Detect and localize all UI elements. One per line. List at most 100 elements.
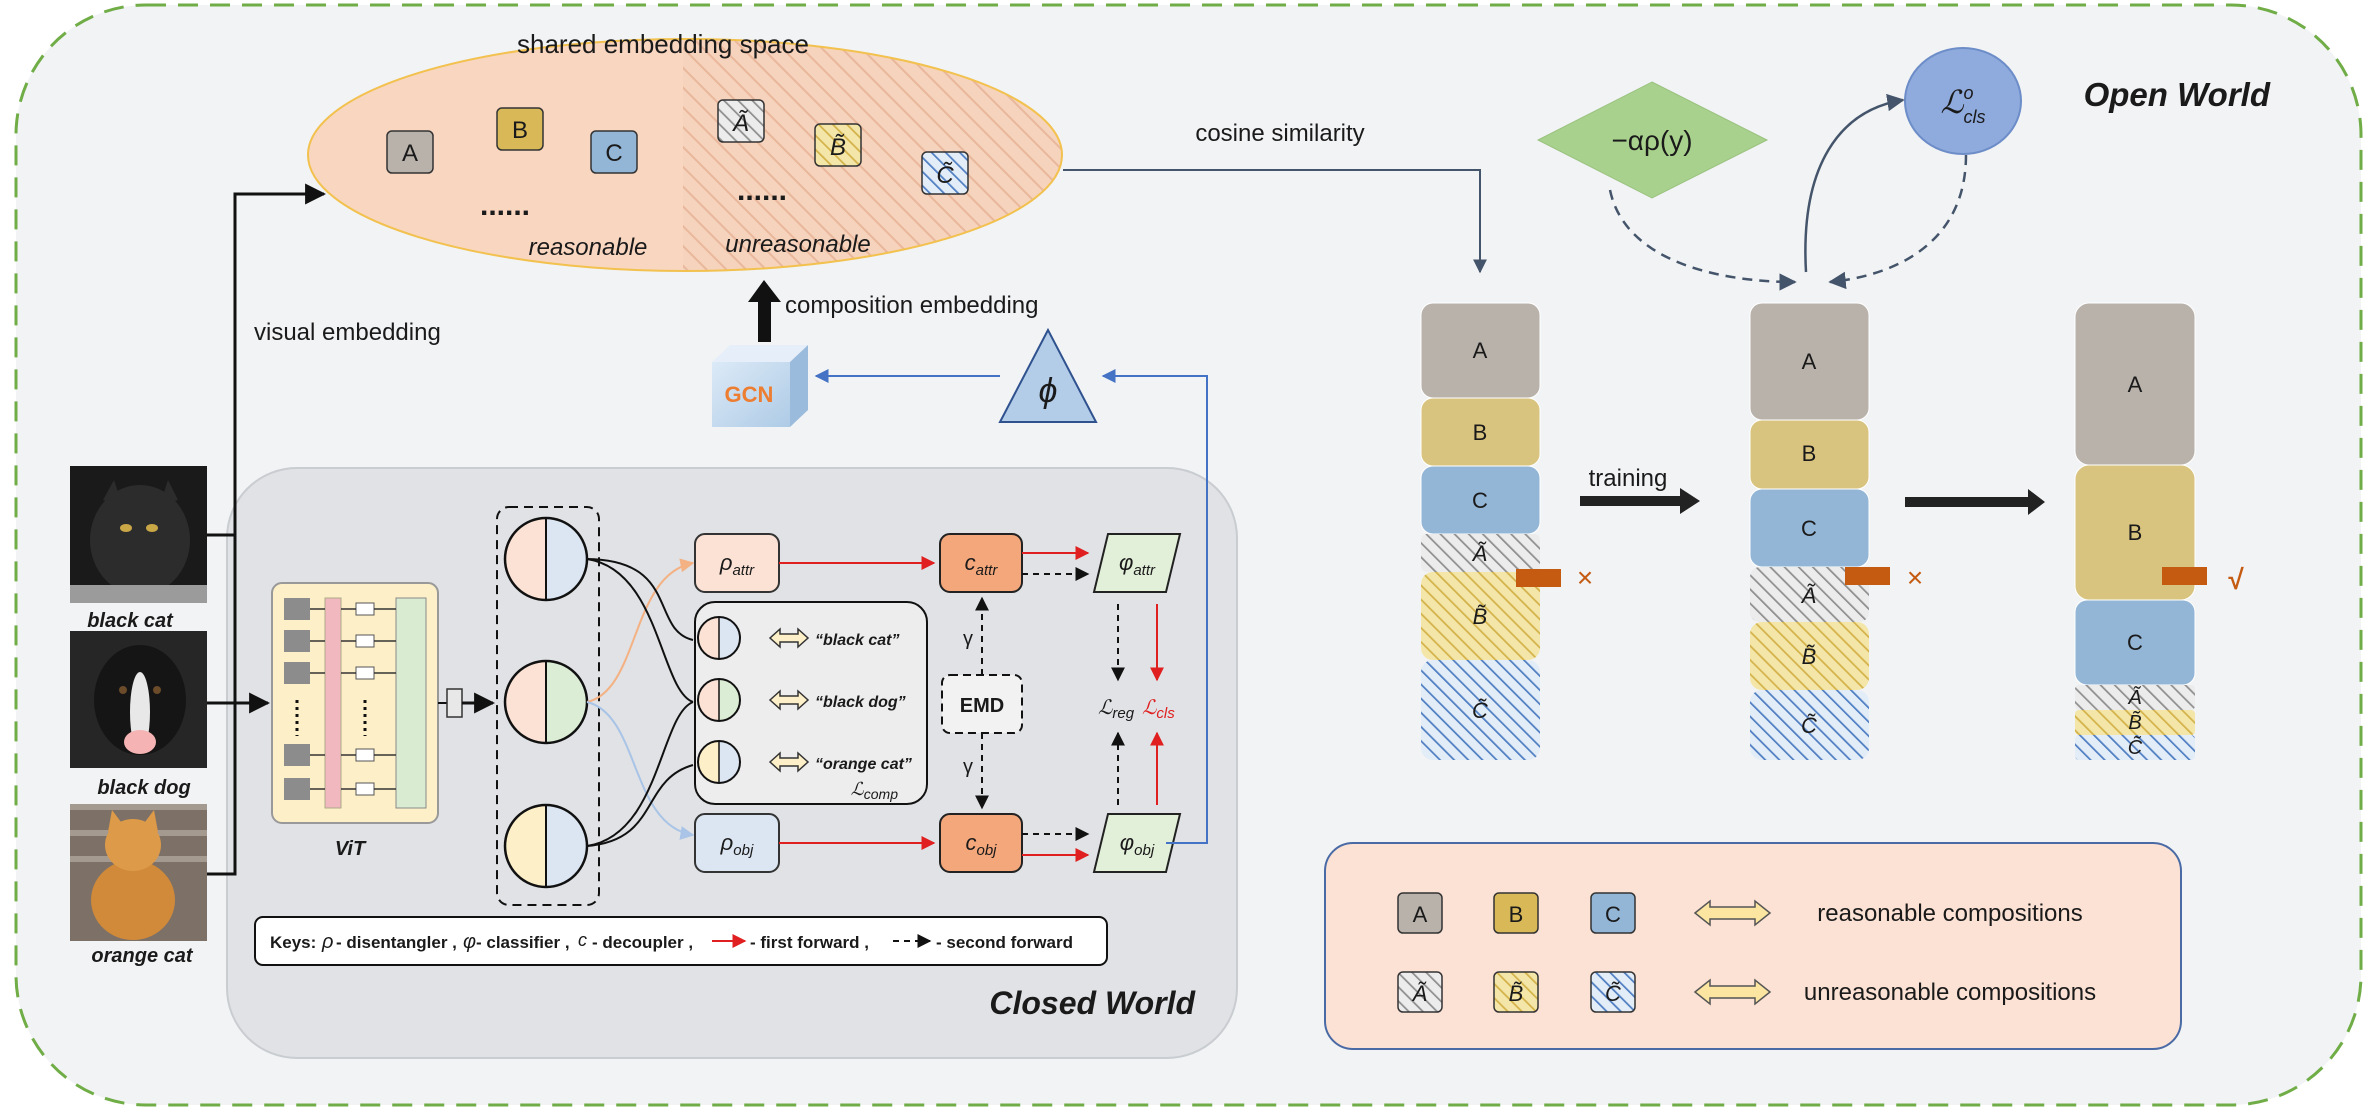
legend-C: C <box>1605 902 1621 927</box>
stack-2-cross: × <box>1907 562 1923 593</box>
reasonable-label: reasonable <box>529 234 648 261</box>
vit-block <box>271 582 439 824</box>
circle-1 <box>503 516 589 602</box>
training-label: training <box>1589 465 1668 492</box>
composition-embedding-label: composition embedding <box>785 292 1039 319</box>
stack-3-C: C <box>2127 630 2143 655</box>
stack-2-C-tilde: C̃ <box>1801 713 1817 738</box>
stack-2-marker <box>1845 567 1890 585</box>
quote-black-cat: “black cat” <box>815 632 899 649</box>
vit-label: ViT <box>335 838 367 860</box>
svg-text:Ã: Ã <box>732 110 749 137</box>
diamond-to-stack-arrow <box>1608 189 1797 291</box>
closed-world-label: Closed World <box>989 985 1196 1021</box>
rho-attr-box: ρattr <box>694 533 780 593</box>
circle-2 <box>503 659 589 745</box>
emd-label: EMD <box>960 695 1004 717</box>
image-black-dog <box>70 631 207 768</box>
stack-1-marker <box>1516 569 1561 587</box>
phi-obj-to-phi <box>1101 369 1208 844</box>
keys-second-forward: - second forward <box>936 933 1073 952</box>
svg-text:ρobj: ρobj <box>720 830 754 859</box>
neg-alpha-rho-label: −αρ(y) <box>1611 125 1692 156</box>
stack-1-C-tilde: C̃ <box>1472 698 1488 723</box>
phi-attr-box: φattr <box>1092 533 1182 593</box>
visual-embedding-label: visual embedding <box>254 319 441 346</box>
keys-legend <box>254 916 1108 966</box>
open-world-label: Open World <box>2084 76 2271 113</box>
stack-3-C-tilde: C̃ <box>2128 735 2143 759</box>
quote-black-dog: “black dog” <box>815 694 906 711</box>
c-attr-box: cattr <box>939 533 1023 593</box>
keys-c-text: - decoupler , <box>592 933 693 952</box>
cosine-arrow <box>1063 169 1487 274</box>
gamma-bottom: γ <box>963 756 973 778</box>
ellipse-box-C: C <box>590 130 638 174</box>
legend-A-tilde: Ã <box>1412 981 1428 1006</box>
legend-unreasonable: unreasonable compositions <box>1804 979 2096 1006</box>
caption-orange-cat: orange cat <box>91 945 193 967</box>
circle-connections <box>586 558 695 847</box>
stack-1-A-tilde: Ã <box>1472 541 1488 566</box>
svg-text:B̃: B̃ <box>830 134 846 161</box>
ellipse-box-C-tilde: C̃ <box>921 151 969 195</box>
cosine-label: cosine similarity <box>1195 120 1364 147</box>
svg-text:C: C <box>605 140 622 167</box>
gcn-cube <box>712 345 808 427</box>
phi-obj-box: φobj <box>1092 813 1182 873</box>
stack-1-cross: × <box>1577 562 1593 593</box>
disentangler-group <box>496 506 600 906</box>
image-black-cat <box>70 466 207 603</box>
keys-rho-text: - disentangler , <box>336 933 457 952</box>
token-output <box>438 688 496 718</box>
ellipse-box-A: A <box>386 130 434 174</box>
ellipsis-right: ...... <box>737 174 787 207</box>
legend-B-tilde: B̃ <box>1509 981 1524 1006</box>
stack-1-C: C <box>1472 488 1488 513</box>
circle-3 <box>503 803 589 889</box>
composition-embedding-arrow <box>748 280 781 342</box>
keys-rho: ρ <box>321 931 333 953</box>
svg-text:A: A <box>402 140 418 167</box>
legend-reasonable: reasonable compositions <box>1817 900 2083 927</box>
caption-black-dog: black dog <box>97 777 190 799</box>
composition-loss-box <box>694 601 928 805</box>
stack-3-B-tilde: B̃ <box>2128 710 2141 734</box>
svg-text:C̃: C̃ <box>936 162 954 189</box>
stack-2-B-tilde: B̃ <box>1802 644 1817 669</box>
stack-2-B: B <box>1802 441 1817 466</box>
stack-1-B: B <box>1473 420 1488 445</box>
stack-2 <box>1749 302 1870 760</box>
svg-text:ρattr: ρattr <box>719 550 755 579</box>
ellipse-box-B-tilde: B̃ <box>814 123 862 167</box>
composition-legend <box>1324 842 2182 1050</box>
keys-c: c <box>578 930 587 950</box>
neg-alpha-rho-diamond <box>1536 81 1769 199</box>
phi-triangle-label: ϕ <box>1039 372 1058 410</box>
unreasonable-label: unreasonable <box>725 231 870 258</box>
keys-prefix: Keys: <box>270 933 316 952</box>
stack-2-A-tilde: Ã <box>1801 583 1817 608</box>
keys-first-forward: - first forward , <box>750 933 869 952</box>
svg-text:B: B <box>512 117 528 144</box>
circle-to-stack-arrow <box>1828 154 1968 290</box>
stack-2-A: A <box>1802 349 1817 374</box>
gcn-label: GCN <box>725 382 774 407</box>
phi-triangle <box>998 327 1098 423</box>
l-cls-open-circle <box>1904 47 2022 155</box>
l-cls-open-sub: cls <box>1964 107 1986 127</box>
image-orange-cat <box>70 804 207 941</box>
stack-3-B: B <box>2128 520 2143 545</box>
keys-phi: φ <box>463 931 476 953</box>
stack-1-B-tilde: B̃ <box>1473 604 1488 629</box>
stack-1-A: A <box>1473 338 1488 363</box>
legend-C-tilde: C̃ <box>1605 981 1621 1006</box>
stack-3 <box>2074 302 2196 760</box>
stack-3-marker <box>2162 567 2207 585</box>
visual-embedding-arrows <box>207 183 327 876</box>
caption-black-cat: black cat <box>87 610 174 632</box>
stack-3-A: A <box>2128 372 2143 397</box>
training-arrow <box>1580 488 1700 514</box>
